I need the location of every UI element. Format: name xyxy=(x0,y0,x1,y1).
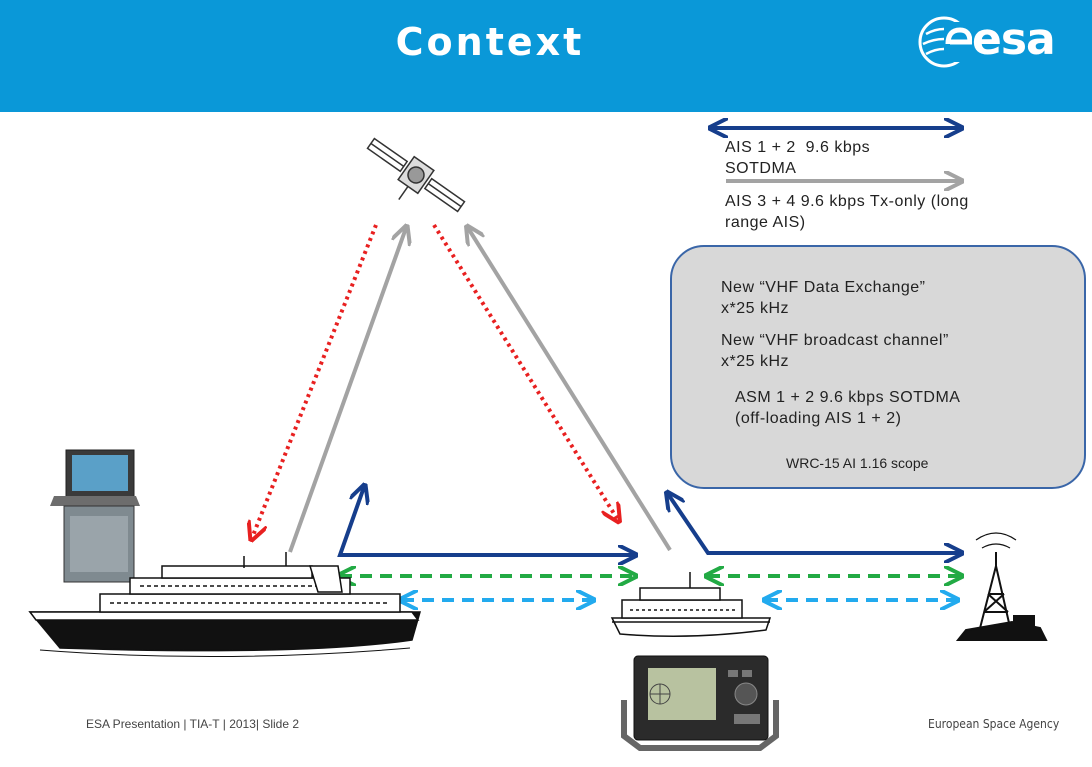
header-bar: Context esa xyxy=(0,0,1092,112)
legend-label-vde: New “VHF Data Exchange” x*25 kHz xyxy=(721,279,926,317)
link-vessel-to-sat-grey xyxy=(468,228,672,552)
ais-transponder-icon xyxy=(621,655,779,751)
legend-label-ais34: AIS 3 + 4 9.6 kbps Tx-only (long range A… xyxy=(725,193,969,231)
satellite-icon xyxy=(366,137,466,213)
scope-label: WRC-15 AI 1.16 scope xyxy=(786,455,929,471)
legend-label-broadcast: New “VHF broadcast channel” x*25 kHz xyxy=(721,332,949,370)
esa-logo: esa xyxy=(918,14,1068,70)
esa-globe-icon xyxy=(918,16,973,68)
wrc15-scope-box xyxy=(670,245,1086,489)
slide-title: Context xyxy=(395,20,585,64)
small-vessel-icon xyxy=(610,572,772,637)
footer-agency-name: European Space Agency xyxy=(928,717,1060,731)
esa-logo-text: esa xyxy=(972,14,1056,65)
legend-label-asm: ASM 1 + 2 9.6 kbps SOTDMA (off-loading A… xyxy=(735,389,961,427)
legend-label-ais12: AIS 1 + 2 9.6 kbps SOTDMA xyxy=(725,139,871,177)
passenger-ship-icon xyxy=(28,552,421,658)
link-sat-to-ship-red xyxy=(252,224,378,538)
bridge-console-icon xyxy=(50,449,140,583)
footer-presentation-info: ESA Presentation | TIA-T | 2013| Slide 2 xyxy=(86,717,300,731)
link-ship-to-sat-grey xyxy=(288,228,406,553)
link-sat-to-vessel-red xyxy=(432,223,618,520)
link-ship-vessel-ais xyxy=(337,487,634,555)
shore-station-tower-icon xyxy=(955,532,1048,641)
link-vessel-shore-ais xyxy=(668,494,960,553)
